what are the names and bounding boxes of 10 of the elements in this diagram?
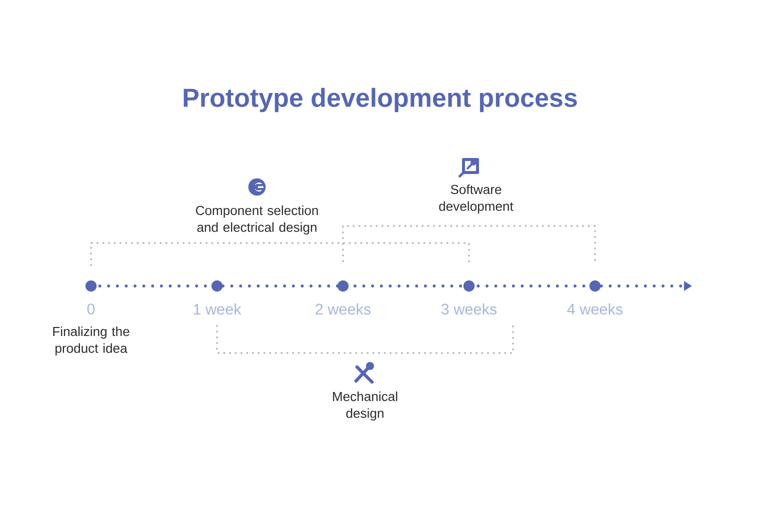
task-label: Software development [439,184,514,214]
tick-label: 2 weeks [316,303,371,315]
tick-label: 1 week [194,303,242,315]
task-label: Component selection and electrical design [196,206,318,234]
title: Prototype development process [184,88,577,112]
tick-label: 0 [87,304,95,314]
tick-label: 4 weeks [567,303,623,315]
task-label: Finalizing the product idea [53,326,130,356]
task-label: Mechanical design [333,392,398,420]
tick-label: 3 weeks [441,303,497,315]
